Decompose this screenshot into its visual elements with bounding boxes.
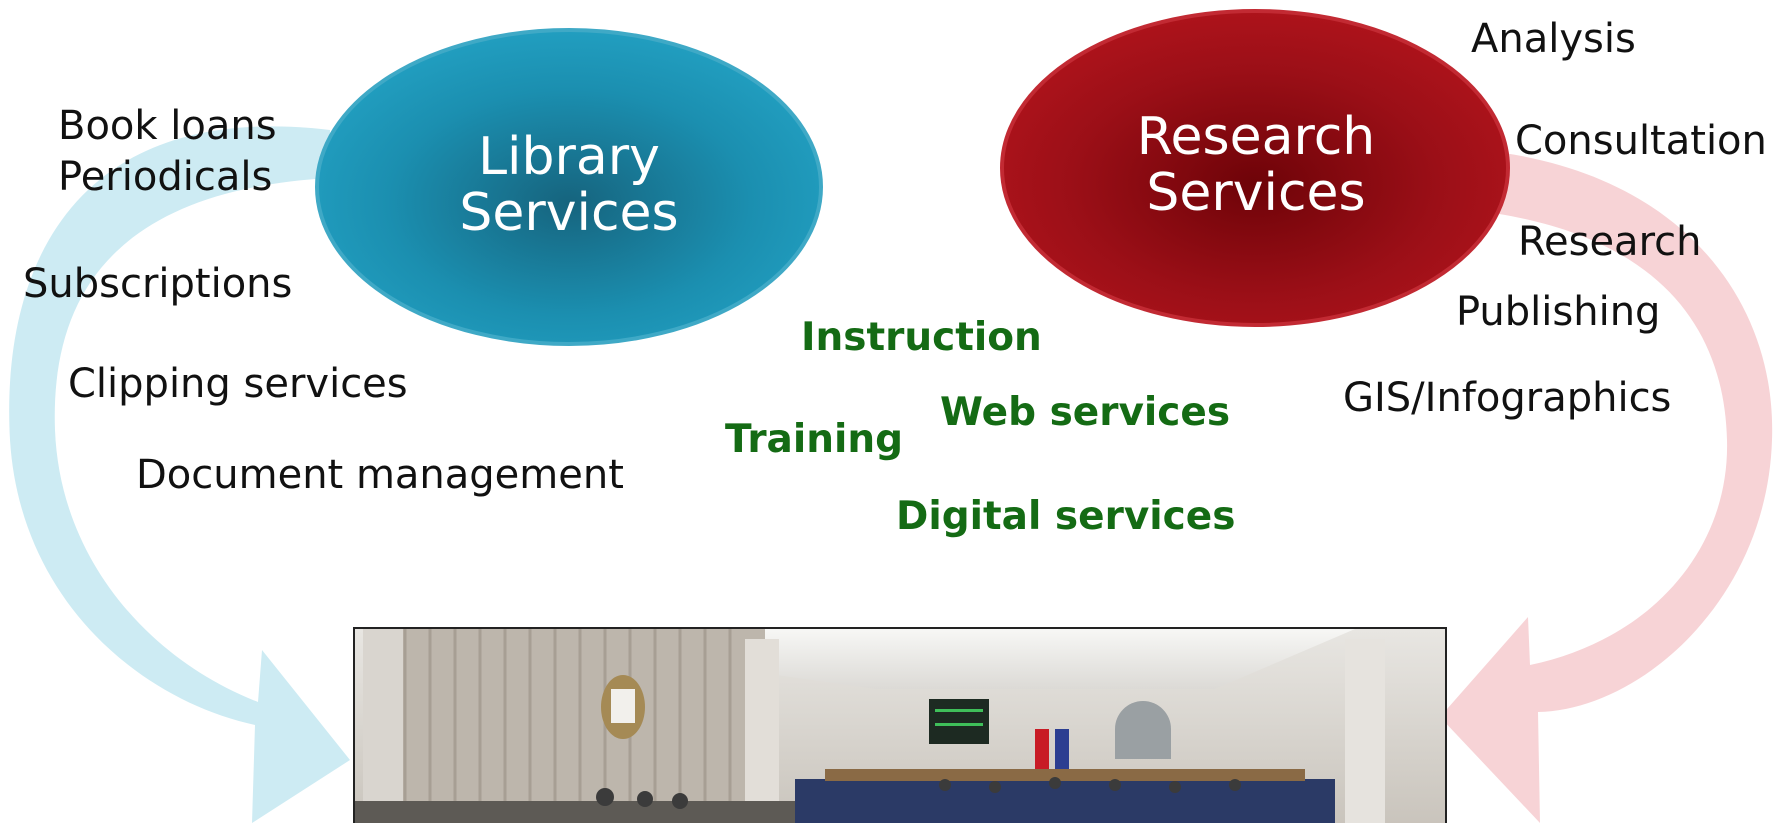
research-item-publishing: Publishing [1456, 289, 1661, 335]
library-services-oval [315, 28, 823, 346]
library-item-clipping: Clipping services [68, 361, 408, 407]
research-item-consultation: Consultation [1515, 118, 1767, 164]
shared-item-digital-services: Digital services [896, 494, 1236, 539]
library-item-subscriptions: Subscriptions [23, 261, 293, 307]
library-title-line2: Services [459, 183, 679, 243]
research-services-title: Research Services [1106, 109, 1406, 221]
research-services-oval [1000, 9, 1510, 327]
shared-item-training: Training [725, 417, 904, 462]
library-services-title: Library Services [419, 129, 719, 241]
library-title-line1: Library [478, 127, 660, 187]
research-title-line2: Services [1146, 163, 1366, 223]
left-curved-arrow [9, 126, 350, 823]
library-item-periodicals: Periodicals [58, 154, 273, 200]
shared-item-instruction: Instruction [801, 315, 1042, 360]
shared-item-web-services: Web services [940, 390, 1231, 435]
library-item-document-management: Document management [136, 452, 624, 498]
research-item-analysis: Analysis [1471, 16, 1636, 62]
right-curved-arrow [1440, 150, 1773, 823]
library-item-book-loans: Book loans [58, 103, 277, 149]
research-title-line1: Research [1136, 107, 1376, 167]
parliament-chamber-photo [353, 627, 1447, 823]
research-item-gis: GIS/Infographics [1343, 375, 1672, 421]
chamber-illustration [355, 629, 1445, 823]
research-item-research: Research [1518, 219, 1702, 265]
